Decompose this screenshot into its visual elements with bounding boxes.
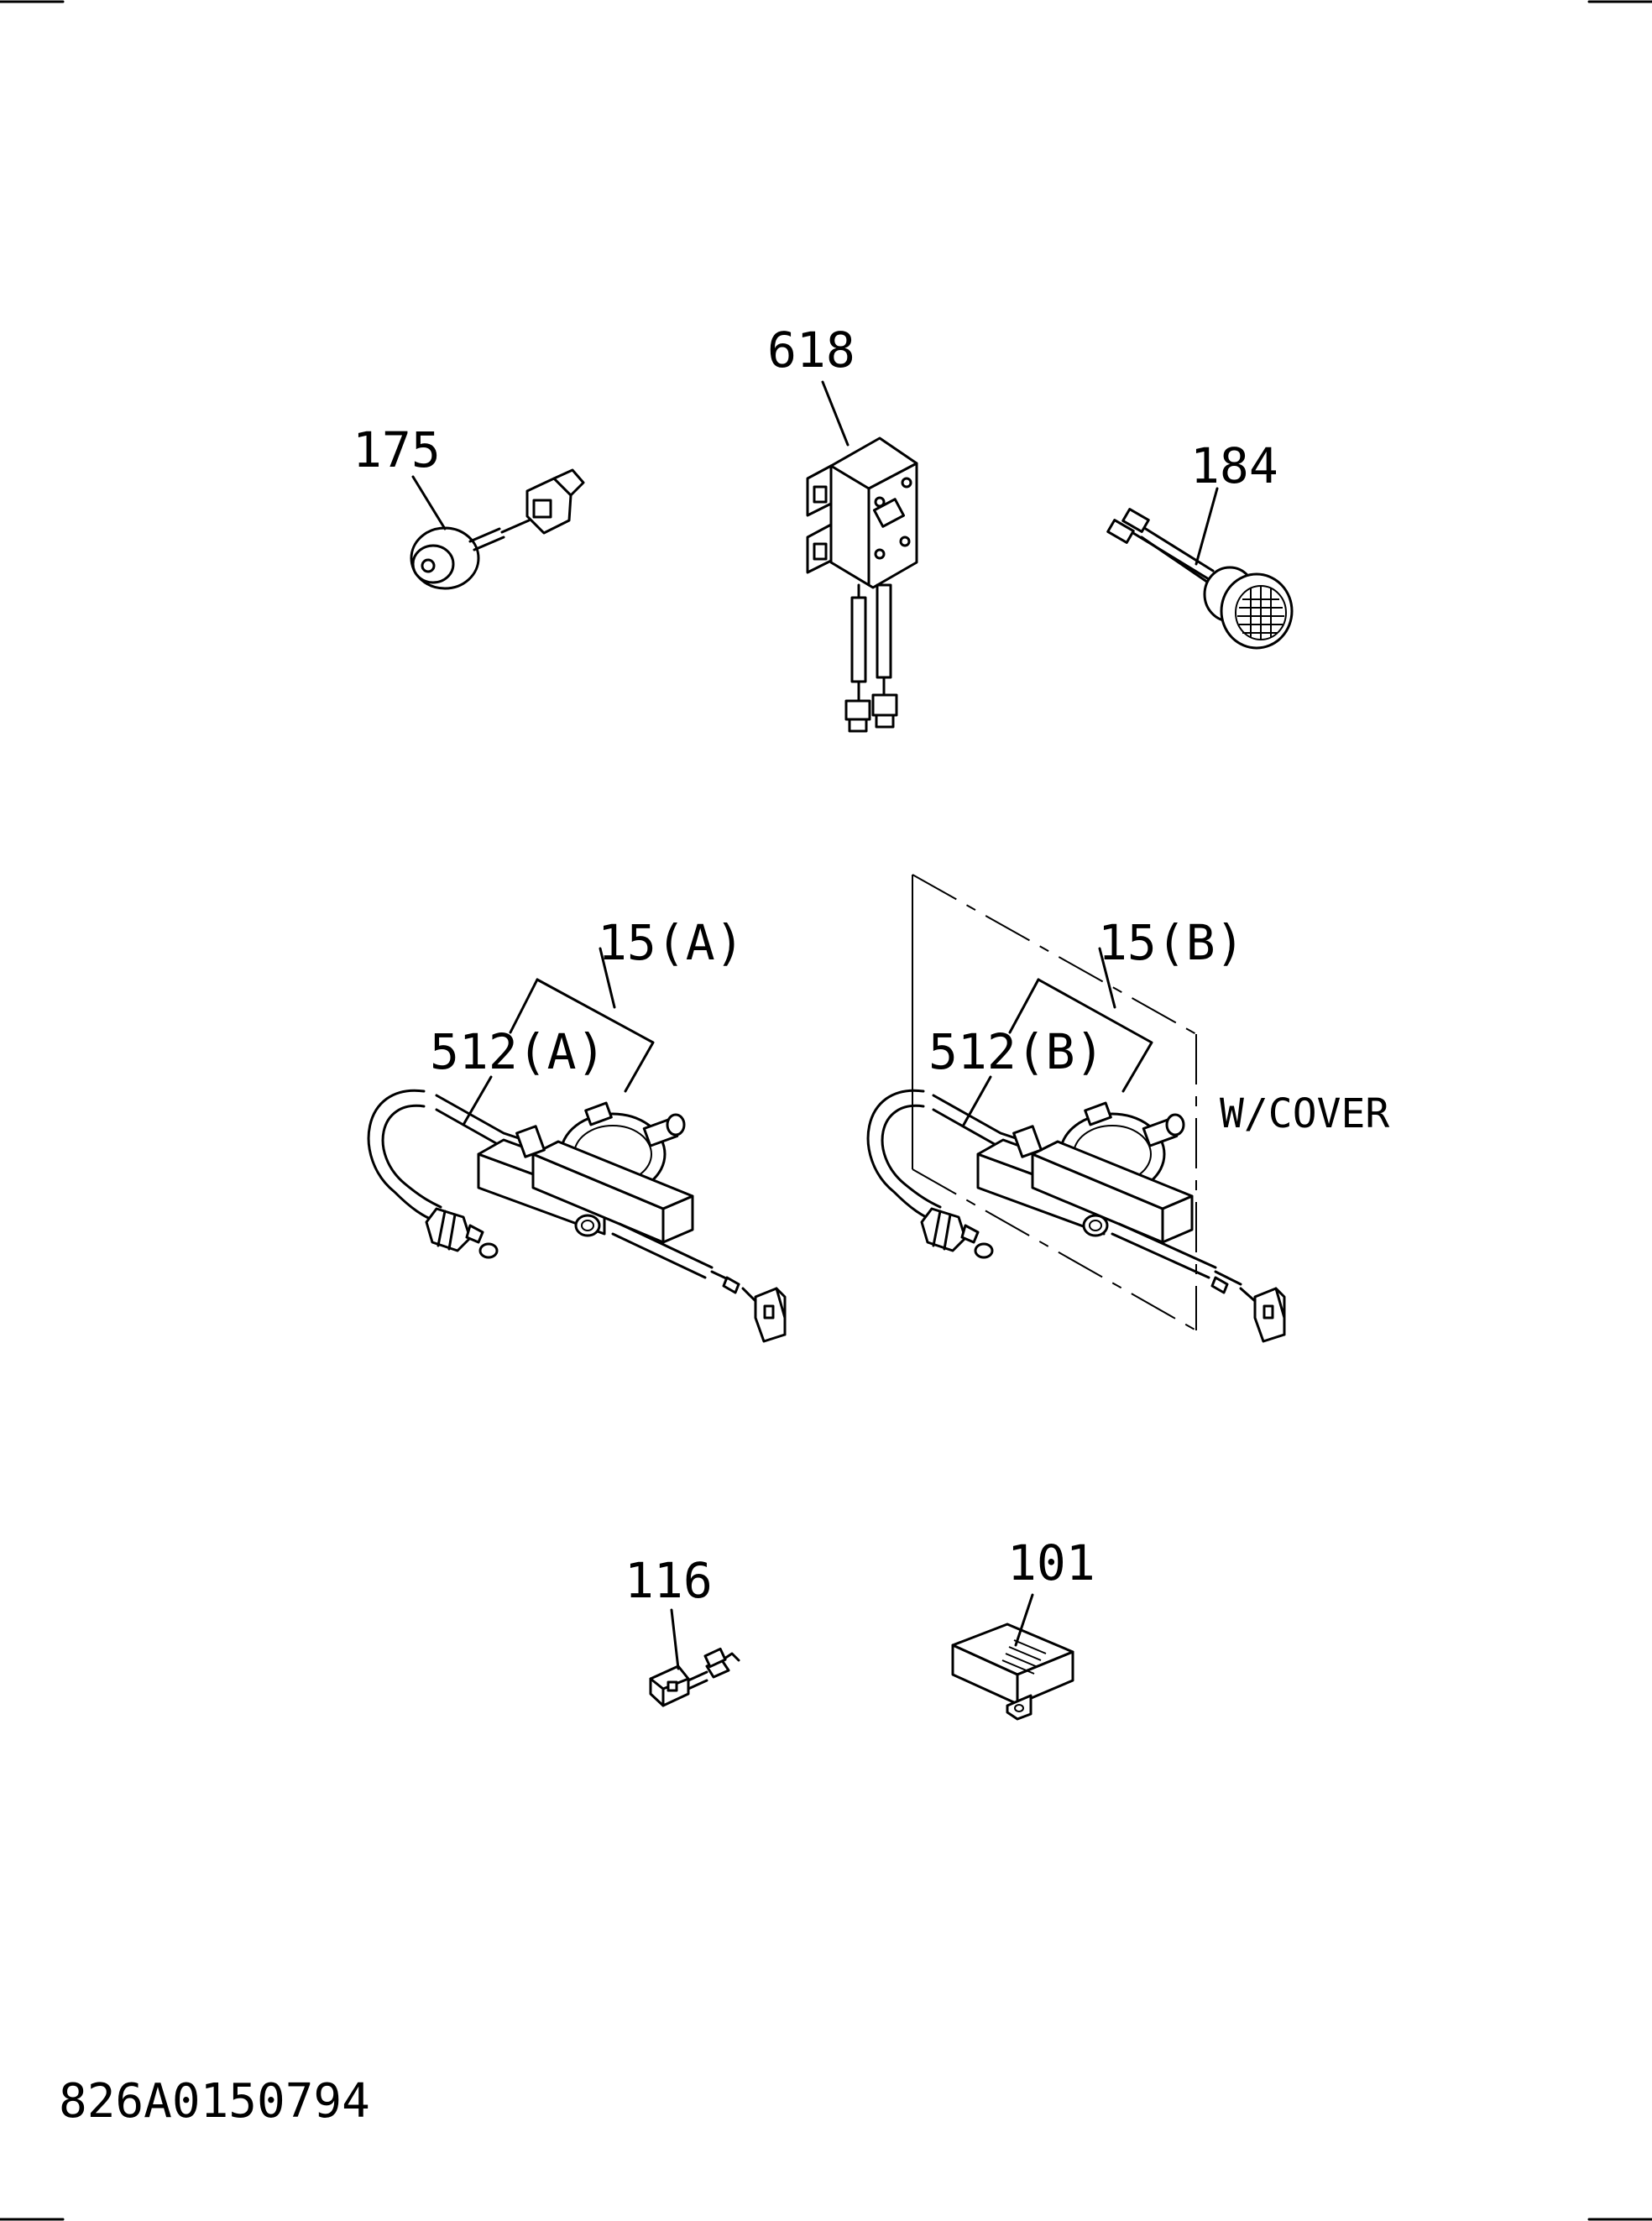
bracket-15a	[536, 978, 655, 1093]
leader-618	[821, 380, 850, 447]
leader-15b-tick	[1098, 947, 1116, 1009]
leader-15a-tick	[599, 947, 616, 1009]
label-w-cover: W/COVER	[1220, 1090, 1389, 1137]
label-512b: 512(B)	[928, 1023, 1105, 1080]
part-15a-pressure-switch-assembly[interactable]	[367, 1089, 787, 1343]
leader-512a	[462, 1075, 493, 1126]
part-175-sensor[interactable]	[410, 468, 585, 590]
label-618: 618	[767, 321, 855, 379]
leader-15b	[1008, 978, 1040, 1034]
part-184-grille-switch[interactable]	[1106, 508, 1294, 650]
label-101: 101	[1007, 1534, 1095, 1591]
leader-184	[1195, 487, 1219, 566]
label-15a: 15(A)	[598, 914, 745, 971]
label-15b: 15(B)	[1098, 914, 1245, 971]
label-175: 175	[353, 421, 441, 478]
part-618-control-box[interactable]	[806, 436, 918, 733]
part-101-control-unit[interactable]	[951, 1623, 1074, 1721]
drawing-code: 826A0150794	[59, 2074, 370, 2129]
leader-101	[1014, 1593, 1034, 1647]
leader-116	[670, 1608, 680, 1670]
label-184: 184	[1190, 437, 1278, 494]
part-116-small-switch[interactable]	[649, 1647, 740, 1707]
label-116: 116	[625, 1552, 713, 1609]
part-15b-pressure-switch-assembly[interactable]	[866, 874, 1286, 1343]
label-512a: 512(A)	[430, 1023, 606, 1080]
leader-512b	[962, 1075, 992, 1126]
bracket-15b	[1037, 978, 1153, 1093]
leader-175	[411, 475, 447, 530]
leader-15a	[509, 978, 539, 1034]
